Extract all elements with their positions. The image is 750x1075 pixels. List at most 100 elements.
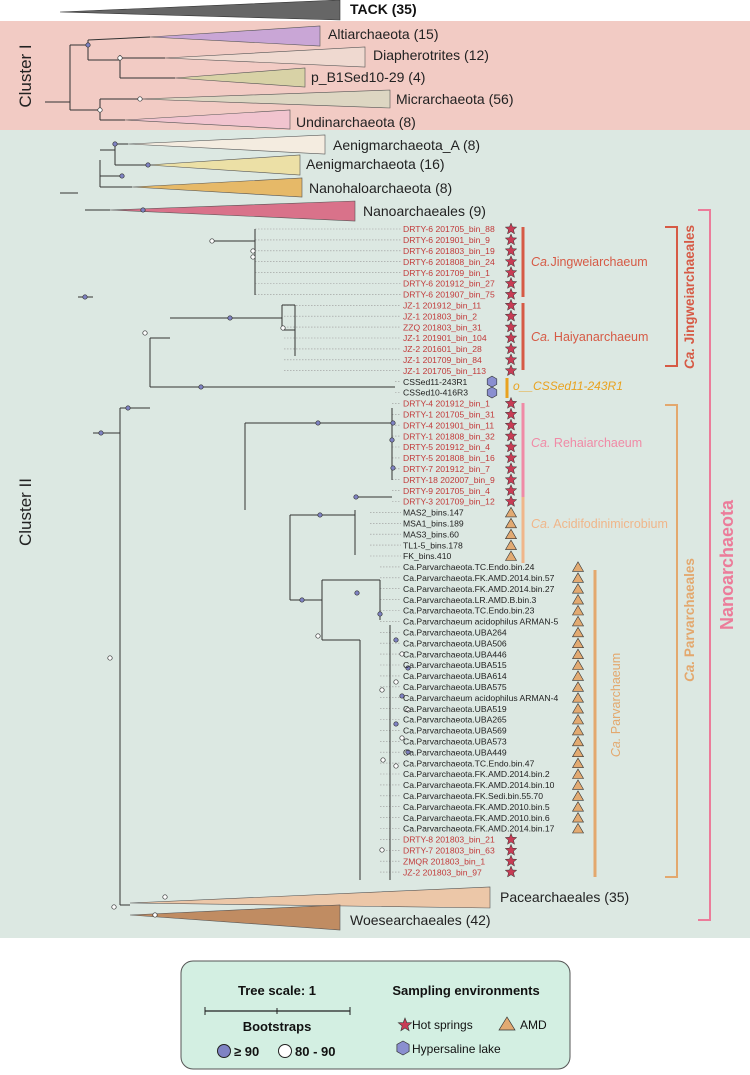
hot-springs-star-icon	[504, 309, 518, 322]
leaf-label: Ca.Parvarchaeota.FK.AMD.2014.bin.27	[403, 584, 555, 594]
leaf-label: CSSed10-416R3	[403, 388, 468, 398]
hot-springs-star-icon	[504, 473, 518, 486]
bootstrap-node	[145, 162, 151, 168]
leaf-label: JZ-2 201601_bin_28	[403, 344, 482, 354]
hot-springs-star-icon	[504, 451, 518, 464]
leaf-label: Ca.Parvarchaeota.UBA575	[403, 682, 507, 692]
leaf-label: DRTY-18 202007_bin_9	[403, 475, 495, 485]
cluster1-label: Cluster I	[16, 44, 35, 107]
hot-springs-star-icon	[504, 440, 518, 453]
bootstrap-node	[112, 141, 118, 147]
clade-label-cluster1: Altiarchaeota (15)	[328, 26, 439, 42]
bootstrap-node	[405, 665, 411, 671]
leaf-label: FK_bins.410	[403, 551, 451, 561]
amd-triangle-icon	[571, 735, 585, 747]
hot-springs-star-icon	[504, 244, 518, 257]
clade-label-cluster1: p_B1Sed10-29 (4)	[311, 69, 425, 85]
tack-clade-label: TACK (35)	[350, 1, 417, 17]
bootstrap-node	[317, 512, 323, 518]
leaf-label: DRTY-5 201808_bin_16	[403, 453, 495, 463]
genus-label-jingweiarchaeum: Ca.Jingweiarchaeum	[531, 255, 648, 269]
hot-springs-star-icon	[504, 462, 518, 475]
amd-triangle-icon	[571, 615, 585, 627]
bootstrap-node	[117, 55, 123, 61]
hot-springs-star-icon	[504, 287, 518, 300]
order-bracket	[665, 404, 678, 878]
clade-label-cluster1: Diapherotrites (12)	[373, 47, 489, 63]
bootstrap-node	[85, 42, 91, 48]
hot-springs-star-icon	[504, 483, 518, 497]
amd-triangle-icon	[498, 1016, 516, 1031]
bootstrap-node	[140, 207, 146, 213]
bootstrap-node	[379, 847, 385, 853]
amd-triangle-icon	[571, 583, 585, 594]
clade-wedge-cluster1	[174, 67, 306, 88]
leaf-label: Ca.Parvarchaeota.FK.AMD.2014.bin.10	[403, 780, 555, 790]
bootstrap-node	[393, 721, 399, 727]
bootstrap-high-label: ≥ 90	[234, 1044, 259, 1059]
leaf-label: CSSed11-243R1	[403, 377, 468, 387]
phylum-label-nanoarchaeota: Nanoarchaeota	[717, 499, 737, 630]
leaf-label: Ca.Parvarchaeota.TC.Endo.bin.24	[403, 562, 535, 572]
leaf-label: DRTY-9 201705_bin_4	[403, 486, 490, 496]
leaf-label: DRTY-6 201705_bin_88	[403, 224, 495, 234]
hypersaline-lake-hexagon-icon	[486, 386, 498, 399]
clade-label-cluster2: Aenigmarchaeota_A (8)	[333, 137, 480, 153]
leaf-label: Ca.Parvarchaeum acidophilus ARMAN-4	[403, 693, 558, 703]
amd-triangle-icon	[571, 561, 585, 572]
bootstrap-node	[250, 248, 256, 254]
bootstrap-mid-label: 80 - 90	[295, 1044, 335, 1059]
amd-triangle-icon	[571, 670, 585, 681]
bootstrap-node	[280, 325, 286, 331]
order-bracket	[698, 209, 711, 921]
bootstrap-node	[82, 294, 88, 300]
leaf-label: DRTY-4 201901_bin_11	[403, 420, 494, 430]
leaf-label: ZMQR 201803_bin_1	[403, 856, 485, 866]
clade-wedge-cluster2	[131, 177, 303, 198]
leaf-label: DRTY-8 201803_bin_21	[403, 835, 495, 845]
leaf-label: MAS2_bins.147	[403, 508, 464, 518]
amd-label: AMD	[520, 1018, 547, 1032]
leaf-label: MAS3_bins.60	[403, 529, 459, 539]
leaf-label: TL1-5_bins.178	[403, 540, 463, 550]
sampling-environments-title: Sampling environments	[392, 983, 539, 998]
clade-wedge-bottom	[129, 904, 341, 931]
amd-triangle-icon	[504, 506, 518, 518]
order-label-parvarchaeales: Ca. Parvarchaeales	[682, 558, 697, 682]
hot-springs-star-icon	[504, 832, 518, 845]
leaf-label: Ca.Parvarchaeota.UBA506	[403, 638, 507, 648]
hot-springs-star-icon	[504, 222, 518, 235]
leaf-label: Ca.Parvarchaeota.UBA265	[403, 715, 507, 725]
genus-label-acidifodinimicrobium: Ca. Acidifodinimicrobium	[531, 517, 668, 531]
amd-triangle-icon	[504, 550, 518, 561]
bootstrap-node	[152, 912, 158, 918]
leaf-label: Ca.Parvarchaeota.UBA449	[403, 747, 507, 757]
leaf-label: Ca.Parvarchaeum acidophilus ARMAN-5	[403, 617, 558, 627]
leaf-label: Ca.Parvarchaeota.TC.Endo.bin.23	[403, 606, 535, 616]
amd-triangle-icon	[504, 539, 518, 550]
clade-label-cluster2: Nanoarchaeales (9)	[363, 203, 486, 219]
bootstraps-title: Bootstraps	[243, 1019, 312, 1034]
bootstrap-node	[227, 315, 233, 321]
leaf-label: Ca.Parvarchaeota.UBA515	[403, 660, 507, 670]
amd-triangle-icon	[504, 517, 518, 529]
amd-triangle-icon	[571, 648, 585, 659]
leaf-label: MSA1_bins.189	[403, 519, 464, 529]
leaf-label: DRTY-3 201709_bin_12	[403, 497, 495, 507]
leaf-label: Ca.Parvarchaeota.FK.Sedi.bin.55.70	[403, 791, 543, 801]
hot-springs-label: Hot springs	[412, 1018, 473, 1032]
hot-springs-star-icon	[504, 342, 518, 355]
clade-wedge-cluster1	[164, 46, 366, 68]
bootstrap-node	[162, 894, 168, 900]
hot-springs-star-icon	[504, 494, 518, 507]
leaf-label: Ca.Parvarchaeota.LR.AMD.B.bin.3	[403, 595, 536, 605]
branch	[87, 36, 151, 41]
bootstrap-node	[390, 420, 396, 426]
bootstrap-node	[377, 611, 383, 617]
taxon-brackets	[505, 209, 711, 921]
bootstrap-node	[250, 254, 256, 260]
hot-springs-star-icon	[504, 276, 518, 289]
leaf-label: Ca.Parvarchaeota.UBA519	[403, 704, 507, 714]
leaf-label: Ca.Parvarchaeota.FK.AMD.2010.bin.5	[403, 802, 550, 812]
